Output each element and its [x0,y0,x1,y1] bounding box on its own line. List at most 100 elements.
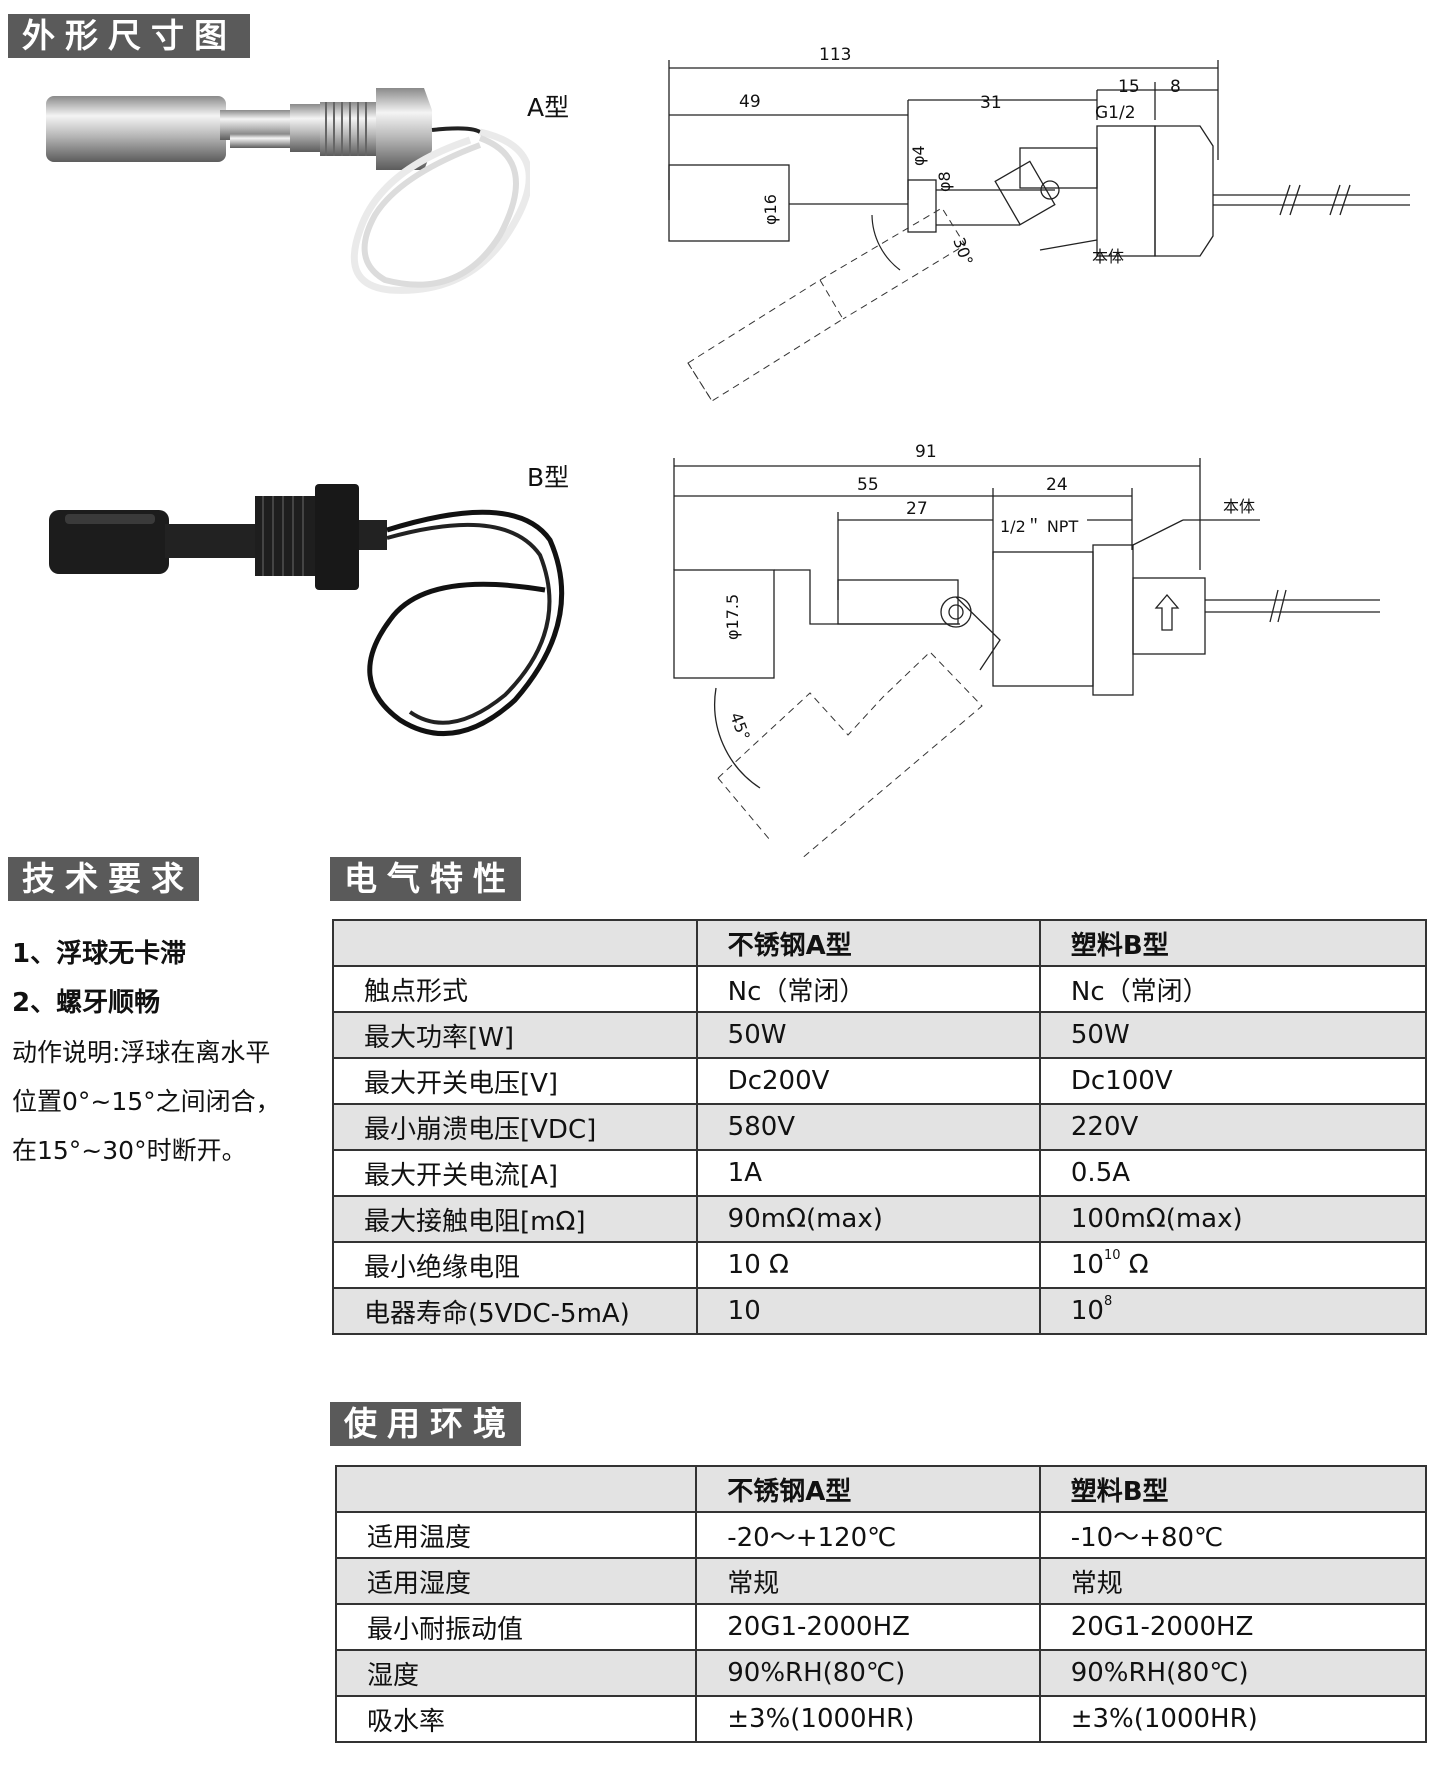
table-cell: 塑料B型 [1038,1465,1428,1513]
table-row: 最大开关电压[V] Dc200V Dc100V [332,1057,1428,1105]
dim-a-d-float: φ16 [761,194,780,225]
table-cell: 最小绝缘电阻 [332,1241,698,1289]
table-cell: 220V [1038,1103,1428,1151]
table-cell: 50W [1038,1011,1428,1059]
table-cell: 电器寿命(5VDC-5mA) [332,1287,698,1335]
table-cell: 湿度 [334,1649,698,1697]
table-cell: 适用温度 [334,1511,698,1559]
dim-b-right: 24 [1046,475,1068,495]
table-row: 最大功率[W] 50W 50W [332,1011,1428,1059]
section-title-environment: 使用环境 [330,1402,521,1446]
table-row: 适用温度 -20～+120℃ -10～+80℃ [334,1511,1428,1559]
table-row: 最小绝缘电阻 10 Ω 1010 Ω [332,1241,1428,1289]
cell-base: 10 [1070,1250,1104,1280]
table-cell: 1A [695,1149,1041,1197]
dim-b-inner: 27 [906,499,928,519]
table-row: 最小耐振动值 20G1-2000HZ 20G1-2000HZ [334,1603,1428,1651]
dim-a-body: 本体 [1092,247,1124,266]
table-row: 吸水率 ±3%(1000HR) ±3%(1000HR) [334,1695,1428,1743]
table-cell: 最大开关电压[V] [332,1057,698,1105]
electrical-table: 不锈钢A型 塑料B型 触点形式 Nc（常闭） Nc（常闭） 最大功率[W] 50… [332,919,1428,1335]
dim-a-d-rod: φ8 [935,171,954,192]
table-cell: 50W [695,1011,1041,1059]
table-row: 最大开关电流[A] 1A 0.5A [332,1149,1428,1197]
cell-unit: Ω [1120,1250,1149,1280]
table-cell: -20～+120℃ [695,1511,1041,1559]
table-cell: 常规 [695,1557,1041,1605]
table-row: 最大接触电阻[mΩ] 90mΩ(max) 100mΩ(max) [332,1195,1428,1243]
dim-a-nut: 8 [1170,77,1181,97]
table-cell [332,919,698,967]
table-cell: 90%RH(80℃) [1038,1649,1428,1697]
requirement-item: 1、浮球无卡滞 [12,939,187,969]
table-cell: Dc100V [1038,1057,1428,1105]
table-row: 适用湿度 常规 常规 [334,1557,1428,1605]
dim-a-thread: 15 [1118,77,1140,97]
dim-b-body: 本体 [1223,497,1255,516]
table-cell: 90%RH(80℃) [695,1649,1041,1697]
table-cell: ±3%(1000HR) [1038,1695,1428,1743]
table-cell: ±3%(1000HR) [695,1695,1041,1743]
table-cell: 10 [695,1287,1041,1335]
table-cell [334,1465,698,1513]
drawing-type-a: 113 49 31 15 8 G1/2 φ4 φ8 φ16 30° 本体 [668,45,1410,402]
table-cell: 108 [1038,1287,1428,1335]
table-cell: Dc200V [695,1057,1041,1105]
dim-b-left: 55 [857,475,879,495]
table-cell: 最大开关电流[A] [332,1149,698,1197]
table-cell: Nc（常闭） [695,965,1041,1013]
photo-type-b [49,484,565,737]
table-header-row: 不锈钢A型 塑料B型 [332,919,1428,967]
type-b-label: B型 [527,463,570,492]
table-cell: 最大功率[W] [332,1011,698,1059]
table-header-row: 不锈钢A型 塑料B型 [334,1465,1428,1513]
table-cell: 0.5A [1038,1149,1428,1197]
table-cell: 吸水率 [334,1695,698,1743]
dim-b-d-float: φ17.5 [723,594,742,640]
table-cell: 10 Ω [695,1241,1041,1289]
section-title-outline: 外形尺寸图 [8,14,250,58]
table-cell: 最大接触电阻[mΩ] [332,1195,698,1243]
cell-exponent: 10 [1103,1248,1121,1263]
table-cell: 90mΩ(max) [695,1195,1041,1243]
table-cell: 1010 Ω [1038,1241,1428,1289]
table-row: 最小崩溃电压[VDC] 580V 220V [332,1103,1428,1151]
dim-b-total: 91 [915,442,937,462]
table-cell: 适用湿度 [334,1557,698,1605]
table-cell: -10～+80℃ [1038,1511,1428,1559]
dim-b-thread-spec: 1/2＂ NPT [1000,517,1078,536]
table-cell: 塑料B型 [1038,919,1428,967]
table-cell: 最小耐振动值 [334,1603,698,1651]
dim-a-stem: 31 [980,93,1002,113]
action-note: 动作说明:浮球在离水平位置0°~15°之间闭合，在15°~30°时断开。 [12,1038,281,1165]
cell-base: 10 [1070,1296,1104,1326]
table-cell: 常规 [1038,1557,1428,1605]
table-cell: 触点形式 [332,965,698,1013]
table-cell: 100mΩ(max) [1038,1195,1428,1243]
table-cell: 20G1-2000HZ [1038,1603,1428,1651]
table-row: 触点形式 Nc（常闭） Nc（常闭） [332,965,1428,1013]
drawing-type-b: 91 55 24 27 1/2＂ NPT φ17.5 45° 本体 [673,442,1380,860]
dim-b-angle: 45° [726,710,754,743]
table-cell: 不锈钢A型 [695,1465,1041,1513]
table-cell: 不锈钢A型 [695,919,1041,967]
table-cell: 最小崩溃电压[VDC] [332,1103,698,1151]
requirements-block: 1、浮球无卡滞 2、螺牙顺畅 动作说明:浮球在离水平位置0°~15°之间闭合，在… [12,930,287,1175]
requirement-item: 2、螺牙顺畅 [12,988,161,1018]
photo-type-a [46,88,530,294]
environment-table: 不锈钢A型 塑料B型 适用温度 -20～+120℃ -10～+80℃ 适用湿度 … [334,1465,1428,1743]
dim-a-d-stem: φ4 [909,145,928,166]
dim-a-total: 113 [819,45,851,65]
dim-a-float: 49 [739,92,761,112]
table-row: 湿度 90%RH(80℃) 90%RH(80℃) [334,1649,1428,1697]
table-cell: Nc（常闭） [1038,965,1428,1013]
type-a-label: A型 [527,93,570,122]
cell-exponent: 8 [1103,1294,1113,1309]
table-cell: 20G1-2000HZ [695,1603,1041,1651]
section-title-tech: 技术要求 [8,857,199,901]
dim-a-angle: 30° [949,235,977,268]
section-title-electrical: 电气特性 [330,857,521,901]
table-cell: 580V [695,1103,1041,1151]
dim-a-thread-spec: G1/2 [1095,103,1136,123]
table-row: 电器寿命(5VDC-5mA) 10 108 [332,1287,1428,1335]
